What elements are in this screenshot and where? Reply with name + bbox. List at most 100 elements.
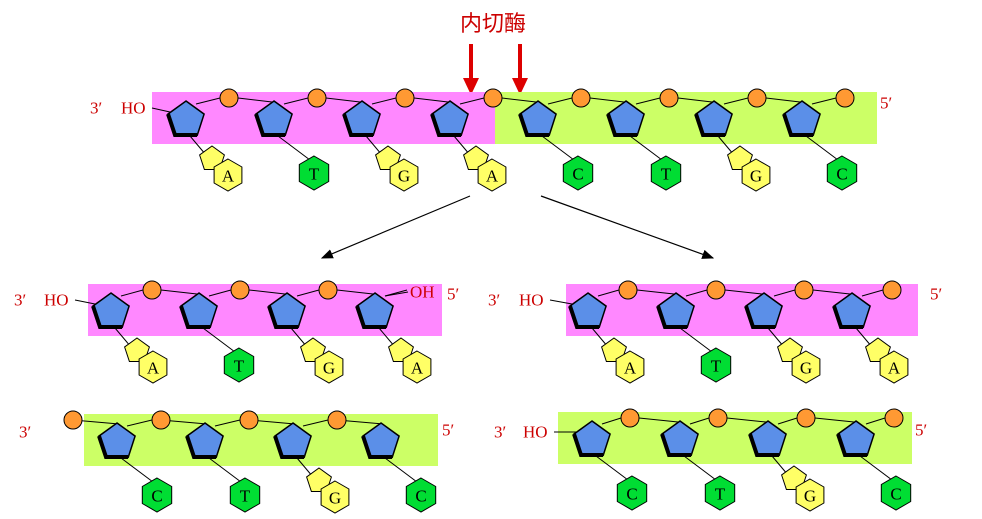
pyrimidine-ring — [616, 475, 648, 511]
base-letter: G — [323, 359, 335, 378]
sugar-bold-edge — [694, 113, 725, 137]
pyrimidine-ring — [562, 155, 594, 191]
phosphate-circle — [318, 280, 338, 300]
glycosidic-bond — [679, 327, 713, 353]
phosphate-circle — [63, 410, 83, 430]
backbone-bond — [636, 289, 675, 295]
three-prime-label: 3′ — [19, 423, 31, 442]
purine-six-ring — [741, 158, 771, 192]
backbone-bond — [248, 289, 286, 295]
backbone-bond — [811, 97, 837, 105]
purine-five-ring — [375, 145, 401, 170]
backbone-bond — [413, 97, 449, 103]
sugar-bold-edge — [97, 435, 128, 459]
backbone-bond — [283, 97, 309, 105]
split-arrow-left — [320, 195, 471, 259]
sugar-bold-edge — [273, 435, 304, 459]
glycosidic-bond — [541, 135, 575, 161]
purine-six-ring — [138, 350, 168, 384]
backbone-bond — [726, 417, 767, 423]
hydroxyl-bond — [384, 291, 409, 297]
purine-five-ring — [777, 337, 803, 362]
base-letter: T — [715, 485, 726, 504]
backbone-bond — [685, 289, 708, 297]
cut-arrow-left-head — [463, 78, 479, 95]
sugar-bold-edge — [748, 433, 779, 457]
five-prime-label: 5′ — [447, 285, 459, 304]
backbone-bond — [208, 289, 232, 297]
split-arrows — [320, 195, 715, 259]
base-letter: T — [240, 487, 251, 506]
phosphate-circle — [230, 280, 250, 300]
cut-arrow-right-head — [512, 78, 528, 95]
base-letter: A — [411, 359, 424, 378]
pyrimidine-ring — [141, 477, 173, 513]
backbone-bond — [724, 289, 763, 295]
sugar-bold-edge — [166, 113, 197, 137]
pyrimidine-ring — [298, 155, 330, 191]
base-letter: T — [661, 165, 672, 184]
three-prime-label: 3′ — [90, 99, 102, 118]
phosphate-circle — [151, 410, 171, 430]
phosphate-circle — [618, 280, 638, 300]
sugar-bold-edge — [267, 305, 298, 329]
purine-five-ring — [865, 337, 891, 362]
three-prime-label: 3′ — [488, 291, 500, 310]
hydroxyl-3prime-label: HO — [519, 291, 544, 310]
split-arrow-right — [540, 195, 715, 259]
backbone-bond — [601, 417, 622, 425]
phosphate-circle — [620, 408, 640, 428]
backbone-bond — [777, 417, 798, 425]
glycosidic-bond — [595, 455, 629, 481]
purine-five-ring — [727, 145, 753, 170]
phosphate-circle — [142, 280, 162, 300]
purine-five-ring — [388, 337, 414, 362]
phosphate-circle — [706, 280, 726, 300]
hydroxyl-3prime-label: HO — [523, 423, 548, 442]
sugar-bold-edge — [656, 305, 687, 329]
phosphate-circle — [882, 280, 902, 300]
base-letter: T — [711, 357, 722, 376]
pyrimidine-ring — [704, 475, 736, 511]
backbone-bond — [773, 289, 796, 297]
backbone-bond — [336, 289, 374, 295]
base-letter: G — [329, 489, 341, 508]
base-letter: C — [151, 487, 162, 506]
purine-six-ring — [615, 350, 645, 384]
pyrimidine-ring — [229, 477, 261, 513]
sugar-bold-edge — [342, 113, 373, 137]
base-letter: A — [888, 359, 901, 378]
purine-six-ring — [795, 478, 825, 512]
three-prime-label: 3′ — [14, 291, 26, 310]
glycosidic-bond — [384, 457, 418, 483]
base-letter: A — [147, 359, 160, 378]
sugar-bold-edge — [782, 113, 813, 137]
five-prime-label: 5′ — [930, 285, 942, 304]
sugar-bold-edge — [355, 305, 386, 329]
sugar-bold-edge — [660, 433, 691, 457]
sugar-bold-edge — [744, 305, 775, 329]
backbone-bond — [723, 97, 749, 105]
purine-five-ring — [781, 465, 807, 490]
glycosidic-bond — [202, 327, 236, 353]
backbone-bond — [635, 97, 661, 105]
backbone-bond — [861, 289, 884, 297]
glycosidic-bond — [277, 135, 311, 161]
phosphate-circle — [708, 408, 728, 428]
backbone-bond — [597, 289, 620, 297]
three-prime-label: 3′ — [494, 423, 506, 442]
phosphate-circle — [884, 408, 904, 428]
phosphate-circle — [747, 88, 767, 108]
phosphate-circle — [307, 88, 327, 108]
glycosidic-bond — [683, 455, 717, 481]
base-letter: T — [234, 357, 245, 376]
backbone-bond — [765, 97, 801, 103]
sugar-bold-edge — [606, 113, 637, 137]
